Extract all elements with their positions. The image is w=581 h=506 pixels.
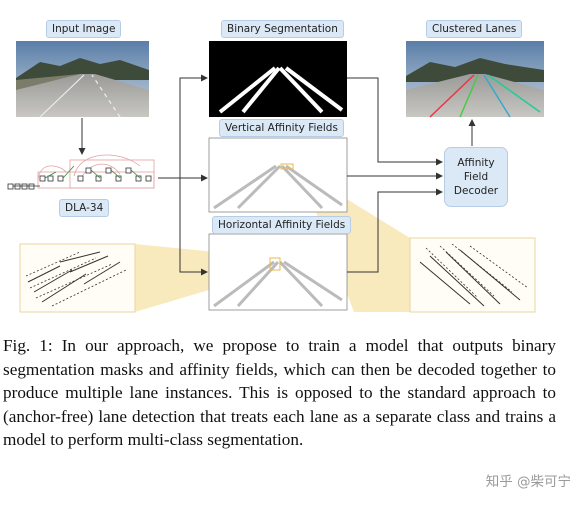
figure-graphics — [7, 41, 544, 313]
vertical-affinity-label: Vertical Affinity Fields — [219, 119, 344, 137]
figure-caption: Fig. 1: In our approach, we propose to t… — [3, 336, 556, 449]
input-image-label: Input Image — [46, 20, 122, 38]
horizontal-affinity-image — [208, 233, 348, 311]
affinity-field-decoder: Affinity Field Decoder — [444, 147, 508, 207]
arrows — [78, 74, 476, 276]
input-image — [16, 41, 149, 118]
decoder-line-1: Affinity — [457, 157, 495, 169]
clustered-lanes-image — [406, 41, 544, 118]
figure: Input Image Binary Segmentation Clustere… — [7, 20, 544, 313]
binary-segmentation-image — [209, 41, 347, 117]
watermark: 知乎 @柴可宁 — [485, 474, 571, 490]
decoder-line-3: Decoder — [453, 185, 499, 197]
left-zoom-panel — [19, 243, 136, 313]
clustered-lanes-label: Clustered Lanes — [426, 20, 523, 38]
dla34-label: DLA-34 — [59, 199, 110, 217]
right-zoom-panel — [409, 237, 536, 313]
binary-segmentation-label: Binary Segmentation — [221, 20, 344, 38]
dla34-diagram — [7, 154, 155, 190]
decoder-line-2: Field — [463, 171, 489, 183]
horizontal-affinity-label: Horizontal Affinity Fields — [212, 216, 352, 234]
vertical-affinity-image — [208, 137, 348, 213]
